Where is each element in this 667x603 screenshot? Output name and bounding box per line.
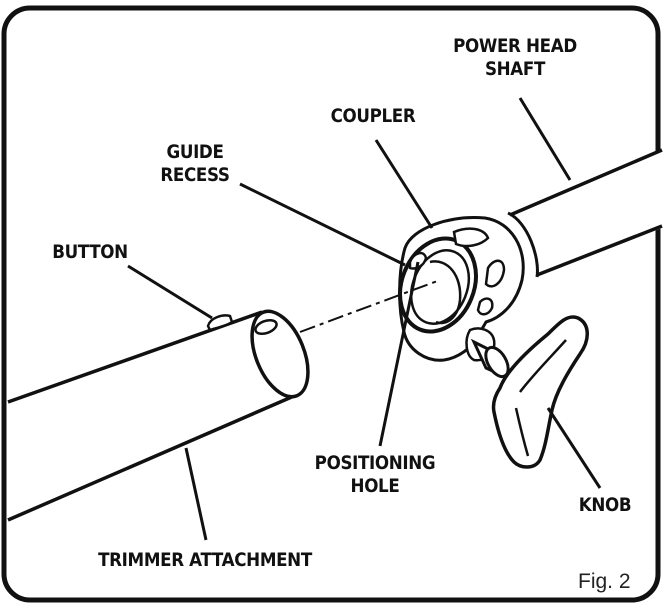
power-head-shaft	[507, 148, 663, 278]
label-coupler: COUPLER	[325, 105, 422, 128]
label-guide-recess-line2: RECESS	[160, 164, 230, 186]
leader-lines	[127, 97, 602, 541]
alignment-centerline	[299, 279, 441, 333]
coupler	[398, 216, 525, 362]
label-knob-text: KNOB	[578, 494, 632, 516]
label-guide-recess: GUIDE RECESS	[155, 141, 234, 187]
label-knob: KNOB	[574, 494, 636, 517]
knob	[470, 315, 589, 469]
label-positioning-hole: POSITIONING HOLE	[300, 452, 450, 498]
label-button: BUTTON	[46, 241, 134, 264]
label-power-head-shaft: POWER HEAD SHAFT	[449, 35, 581, 81]
label-coupler-text: COUPLER	[330, 105, 416, 127]
label-power-head-shaft-line1: POWER HEAD	[453, 35, 577, 57]
label-guide-recess-line1: GUIDE	[166, 141, 224, 163]
label-positioning-hole-line2: HOLE	[350, 475, 400, 497]
label-trimmer-attachment-text: TRIMMER ATTACHMENT	[98, 549, 312, 571]
diagram-frame	[1, 5, 661, 603]
figure-caption: Fig. 2	[578, 570, 631, 593]
label-button-text: BUTTON	[52, 241, 128, 263]
label-trimmer-attachment: TRIMMER ATTACHMENT	[86, 549, 324, 572]
label-power-head-shaft-line2: SHAFT	[484, 58, 546, 80]
label-positioning-hole-line1: POSITIONING	[314, 452, 436, 474]
trimmer-attachment-shaft	[7, 309, 310, 522]
